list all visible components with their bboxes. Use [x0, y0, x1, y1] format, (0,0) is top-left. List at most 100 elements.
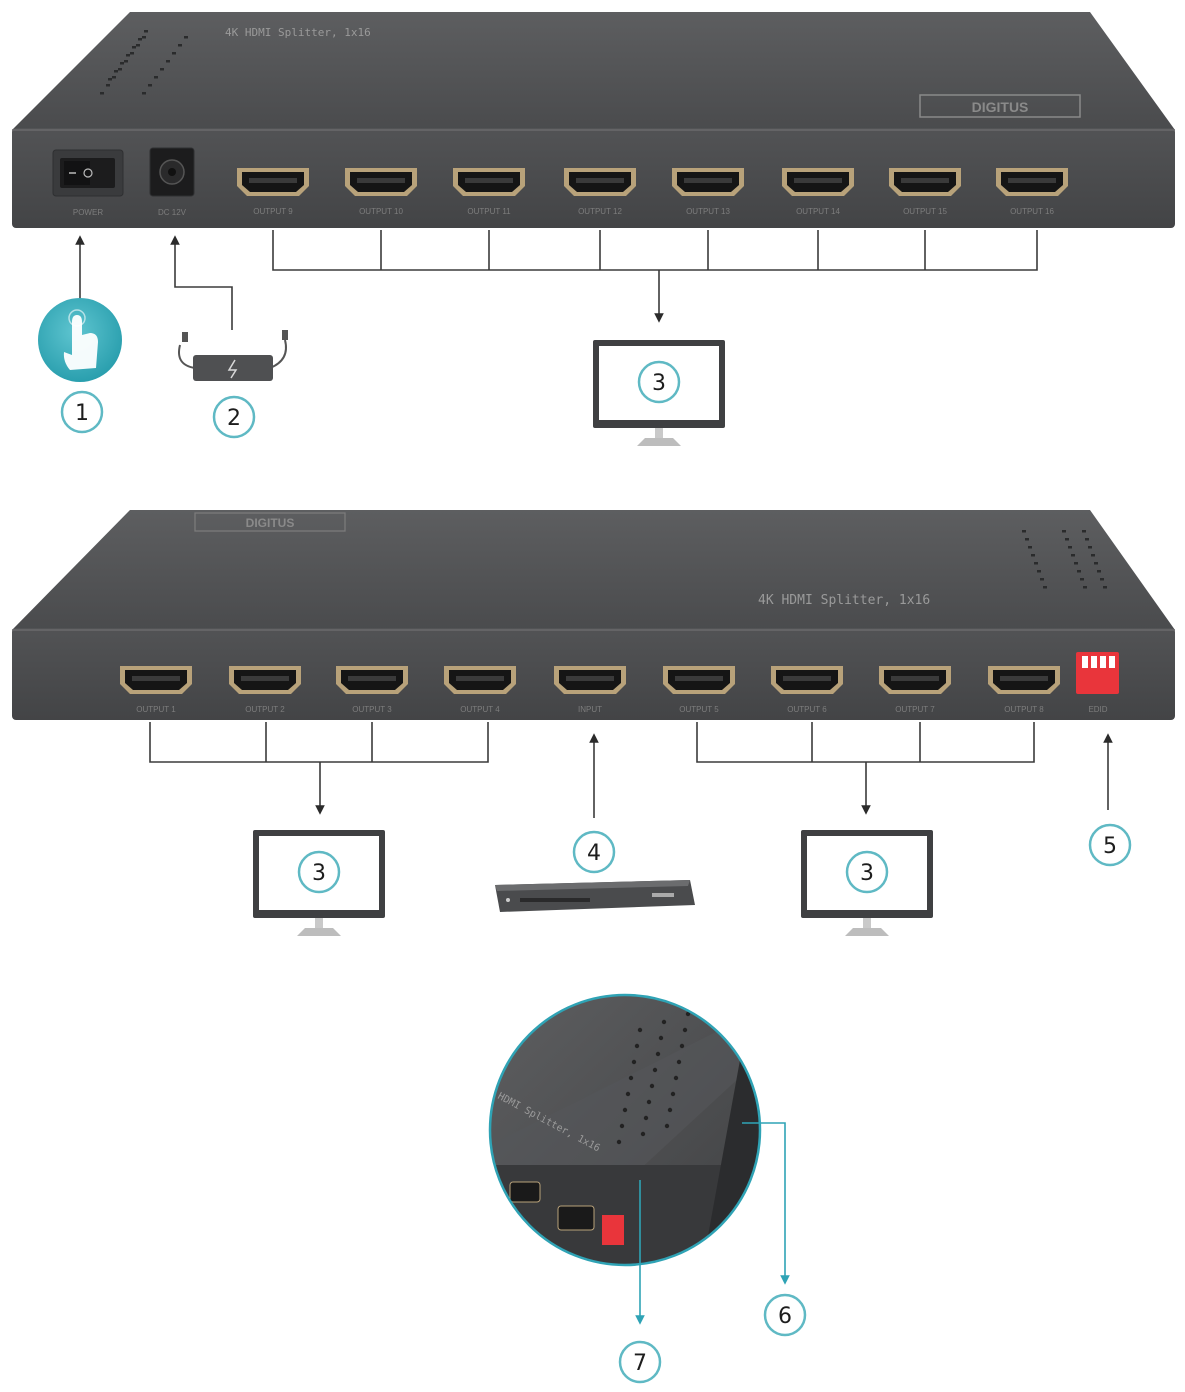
hdmi-port-front-left-3-label: OUTPUT 3 — [352, 705, 392, 714]
back-led-c-5 — [132, 46, 136, 49]
callout-4-number: 4 — [587, 841, 601, 866]
front-led-a-1 — [1022, 530, 1026, 533]
zoom-led-0-5 — [622, 1107, 628, 1113]
hdmi-port-front-right-2[interactable] — [771, 666, 843, 694]
zoom-led-2-7 — [664, 1123, 670, 1129]
hdmi-port-front-right-1[interactable] — [663, 666, 735, 694]
hdmi-port-back-4[interactable] — [564, 168, 636, 196]
hdmi-port-back-8[interactable] — [996, 168, 1068, 196]
edid-dip-switch[interactable] — [1076, 652, 1119, 694]
monitor-front-right-outputs: 3 — [801, 830, 933, 936]
hdmi-port-back-3[interactable] — [453, 168, 525, 196]
front-status-leds — [1022, 530, 1107, 589]
front-led-c-8 — [1103, 586, 1107, 589]
front-device-title: 4K HDMI Splitter, 1x16 — [758, 593, 930, 608]
hdmi-port-back-8-label: OUTPUT 16 — [1010, 207, 1054, 216]
hdmi-port-back-2[interactable] — [345, 168, 417, 196]
front-hdmi-ports: OUTPUT 1 OUTPUT 2 OUTPUT 3 OUTPUT 4 INPUT OUT… — [120, 666, 1060, 714]
front-brand-text: DIGITUS — [246, 516, 295, 530]
hdmi-port-front-right-4[interactable] — [988, 666, 1060, 694]
zoom-ring — [488, 993, 762, 1267]
back-status-leds — [100, 30, 188, 95]
source-player-icon — [495, 880, 695, 912]
back-led-b-5 — [166, 60, 170, 63]
hdmi-port-front-right-1-label: OUTPUT 5 — [679, 705, 719, 714]
zoom-led-1-7 — [640, 1131, 646, 1137]
front-led-b-3 — [1068, 546, 1072, 549]
hdmi-port-front-left-1[interactable] — [120, 666, 192, 694]
front-led-a-2 — [1025, 538, 1029, 541]
callout-4: 4 — [572, 830, 616, 874]
arrow-to-dc-jack — [170, 235, 233, 330]
hdmi-input-port-label: INPUT — [578, 705, 602, 714]
front-led-a-4 — [1031, 554, 1035, 557]
zoom-led-2-4 — [673, 1075, 679, 1081]
callout-7: 7 — [618, 1340, 662, 1384]
hdmi-port-front-left-1-label: OUTPUT 1 — [136, 705, 176, 714]
zoom-led-2-3 — [676, 1059, 682, 1065]
front-led-b-8 — [1083, 586, 1087, 589]
front-right-bracket — [696, 722, 1035, 815]
back-led-a-8 — [142, 36, 146, 39]
front-brand-badge: DIGITUS — [194, 512, 346, 532]
zoom-led-2-1 — [682, 1027, 688, 1033]
hdmi-port-back-7-label: OUTPUT 15 — [903, 207, 947, 216]
monitor-front-left-outputs-callout-number: 3 — [312, 861, 326, 886]
front-led-c-1 — [1082, 530, 1086, 533]
power-switch[interactable] — [52, 149, 124, 197]
hdmi-port-front-left-4[interactable] — [444, 666, 516, 694]
back-brand-text: DIGITUS — [972, 99, 1029, 115]
zoom-led-0-0 — [637, 1027, 643, 1033]
front-led-a-7 — [1040, 578, 1044, 581]
hdmi-port-back-5[interactable] — [672, 168, 744, 196]
zoom-led-1-6 — [643, 1115, 649, 1121]
back-panel-device: 4K HDMI Splitter, 1x16 DIGITUS POWER DC … — [12, 12, 1175, 330]
callout-6: 6 — [763, 1293, 807, 1337]
hdmi-port-front-left-2-label: OUTPUT 2 — [245, 705, 285, 714]
back-led-c-7 — [144, 30, 148, 33]
zoom-led-1-2 — [655, 1051, 661, 1057]
back-led-c-2 — [114, 70, 118, 73]
front-led-b-1 — [1062, 530, 1066, 533]
hdmi-port-front-left-3[interactable] — [336, 666, 408, 694]
hdmi-port-back-7[interactable] — [889, 168, 961, 196]
hdmi-port-front-right-3[interactable] — [879, 666, 951, 694]
callout-7-number: 7 — [633, 1351, 647, 1376]
hdmi-port-front-right-2-label: OUTPUT 6 — [787, 705, 827, 714]
back-led-a-6 — [130, 52, 134, 55]
hdmi-port-back-6-label: OUTPUT 14 — [796, 207, 840, 216]
callout-2: 2 — [212, 395, 256, 439]
back-led-a-5 — [124, 60, 128, 63]
hdmi-port-back-2-label: OUTPUT 10 — [359, 207, 403, 216]
hdmi-port-front-left-2[interactable] — [229, 666, 301, 694]
dc-power-jack[interactable] — [149, 147, 195, 197]
zoom-led-0-3 — [628, 1075, 634, 1081]
power-adapter-icon — [178, 330, 288, 381]
zoom-led-0-1 — [634, 1043, 640, 1049]
back-led-b-1 — [142, 92, 146, 95]
monitor-back-outputs: 3 — [593, 340, 725, 446]
front-led-c-6 — [1097, 570, 1101, 573]
back-led-b-2 — [148, 84, 152, 87]
hdmi-port-back-5-label: OUTPUT 13 — [686, 207, 730, 216]
back-led-a-4 — [118, 68, 122, 71]
back-led-b-7 — [178, 44, 182, 47]
zoom-led-0-6 — [619, 1123, 625, 1129]
hdmi-port-back-6[interactable] — [782, 168, 854, 196]
back-led-a-1 — [100, 92, 104, 95]
front-led-a-8 — [1043, 586, 1047, 589]
front-led-c-2 — [1085, 538, 1089, 541]
front-device-top-surface — [12, 510, 1175, 630]
monitor-front-left-outputs-callout: 3 — [297, 850, 341, 894]
hdmi-port-front-right-3-label: OUTPUT 7 — [895, 705, 935, 714]
zoom-led-2-5 — [670, 1091, 676, 1097]
zoom-led-1-4 — [649, 1083, 655, 1089]
front-led-a-5 — [1034, 562, 1038, 565]
hdmi-port-back-1-label: OUTPUT 9 — [253, 207, 293, 216]
hdmi-port-front-left-4-label: OUTPUT 4 — [460, 705, 500, 714]
back-led-a-7 — [136, 44, 140, 47]
front-left-bracket — [149, 722, 489, 815]
hdmi-port-back-1[interactable] — [237, 168, 309, 196]
hdmi-input-port[interactable] — [554, 666, 626, 694]
